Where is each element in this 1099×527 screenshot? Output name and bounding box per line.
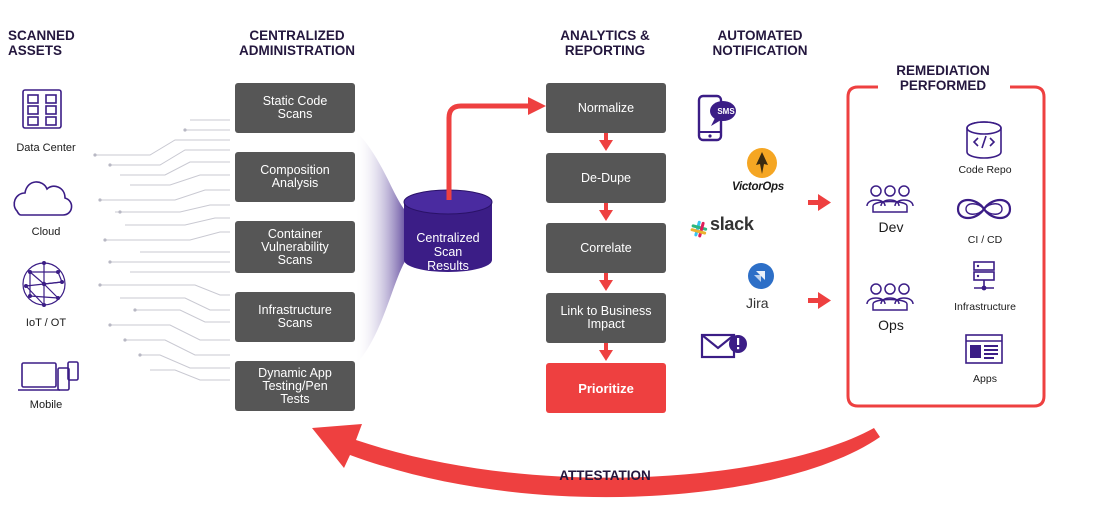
attestation-label: ATTESTATION xyxy=(559,468,651,483)
scan-results-label: Centralized Scan Results xyxy=(416,231,480,273)
asset-label-data-center: Data Center xyxy=(16,142,76,154)
analytics-reporting-header: ANALYTICS & REPORTING xyxy=(560,28,650,58)
data-center-icon xyxy=(22,89,62,129)
sms-phone-icon xyxy=(697,94,736,142)
code-repo-icon xyxy=(966,121,1002,159)
scan-box-composition: Composition Analysis xyxy=(235,152,355,202)
scan-box-container: Container Vulnerability Scans xyxy=(235,221,355,273)
remediation-label-infrastructure: Infrastructure xyxy=(954,301,1016,313)
jira-label: Jira xyxy=(746,295,769,311)
mobile-icon xyxy=(18,361,79,391)
step-correlate: Correlate xyxy=(546,223,666,273)
step-link-business-impact: Link to Business Impact xyxy=(546,293,666,343)
team-label-ops: Ops xyxy=(878,317,904,333)
victorops-label: VictorOps xyxy=(732,181,784,193)
automated-notification-header: AUTOMATED NOTIFICATION xyxy=(712,28,808,58)
server-icon xyxy=(973,261,995,291)
scanned-assets-header: SCANNED ASSETS xyxy=(8,28,75,58)
scan-box-static-code: Static Code Scans xyxy=(235,83,355,133)
step-de-dupe: De-Dupe xyxy=(546,153,666,203)
cloud-icon xyxy=(13,181,73,216)
slack-logo-icon xyxy=(690,220,708,238)
asset-label-cloud: Cloud xyxy=(31,226,61,238)
asset-label-iot: IoT / OT xyxy=(25,317,67,329)
scan-results-database-icon xyxy=(403,189,493,272)
sms-label: SMS xyxy=(717,107,735,116)
remediation-performed-header: REMEDIATION PERFORMED xyxy=(878,63,1008,93)
centralized-administration-header: CENTRALIZED ADMINISTRATION xyxy=(239,28,355,58)
dev-team-icon xyxy=(866,185,914,213)
remediation-label-apps: Apps xyxy=(973,373,997,385)
jira-logo-icon xyxy=(748,263,774,289)
step-prioritize: Prioritize xyxy=(546,363,666,413)
remediation-label-ci-cd: CI / CD xyxy=(967,234,1003,246)
ops-team-icon xyxy=(866,283,914,311)
step-normalize: Normalize xyxy=(546,83,666,133)
slack-label: slack xyxy=(710,214,754,234)
asset-label-mobile: Mobile xyxy=(29,399,63,411)
scan-box-infrastructure: Infrastructure Scans xyxy=(235,292,355,342)
apps-icon xyxy=(965,334,1003,364)
victorops-logo-icon xyxy=(747,148,777,178)
team-label-dev: Dev xyxy=(878,219,904,235)
iot-icon xyxy=(22,261,66,307)
remediation-label-code-repo: Code Repo xyxy=(958,164,1012,176)
ci-cd-icon xyxy=(956,198,1012,220)
email-alert-icon xyxy=(700,333,747,359)
scan-box-dynamic-app: Dynamic App Testing/Pen Tests xyxy=(235,361,355,411)
